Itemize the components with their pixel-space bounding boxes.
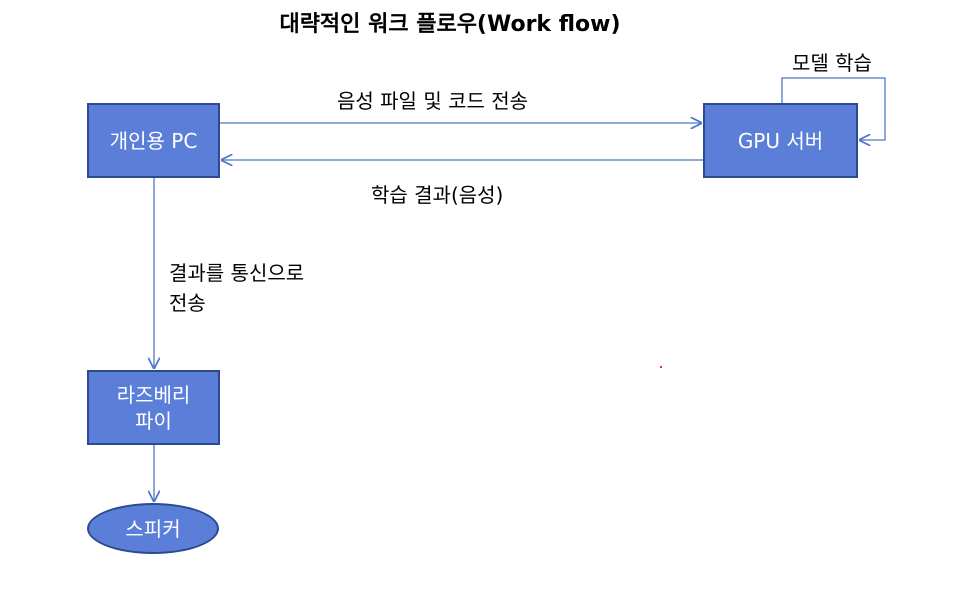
node-raspberry-pi-label: 라즈베리 파이 bbox=[116, 382, 191, 433]
node-speaker: 스피커 bbox=[87, 503, 219, 554]
edge-label-self-loop: 모델 학습 bbox=[792, 51, 872, 75]
stray-dot bbox=[660, 366, 662, 368]
edge-label-pc-to-gpu: 음성 파일 및 코드 전송 bbox=[337, 89, 529, 113]
node-raspberry-pi: 라즈베리 파이 bbox=[87, 370, 220, 445]
arrow-gpu-self-loop bbox=[781, 77, 886, 140]
node-gpu-server-label: GPU 서버 bbox=[737, 128, 824, 153]
edge-label-gpu-to-pc: 학습 결과(음성) bbox=[371, 183, 504, 207]
diagram-title: 대략적인 워크 플로우(Work flow) bbox=[279, 12, 621, 37]
node-personal-pc: 개인용 PC bbox=[87, 103, 220, 178]
node-gpu-server: GPU 서버 bbox=[703, 103, 858, 178]
node-personal-pc-label: 개인용 PC bbox=[109, 128, 198, 153]
node-speaker-label: 스피커 bbox=[125, 516, 181, 541]
edge-label-pc-to-pi: 결과를 통신으로 전송 bbox=[169, 261, 305, 315]
